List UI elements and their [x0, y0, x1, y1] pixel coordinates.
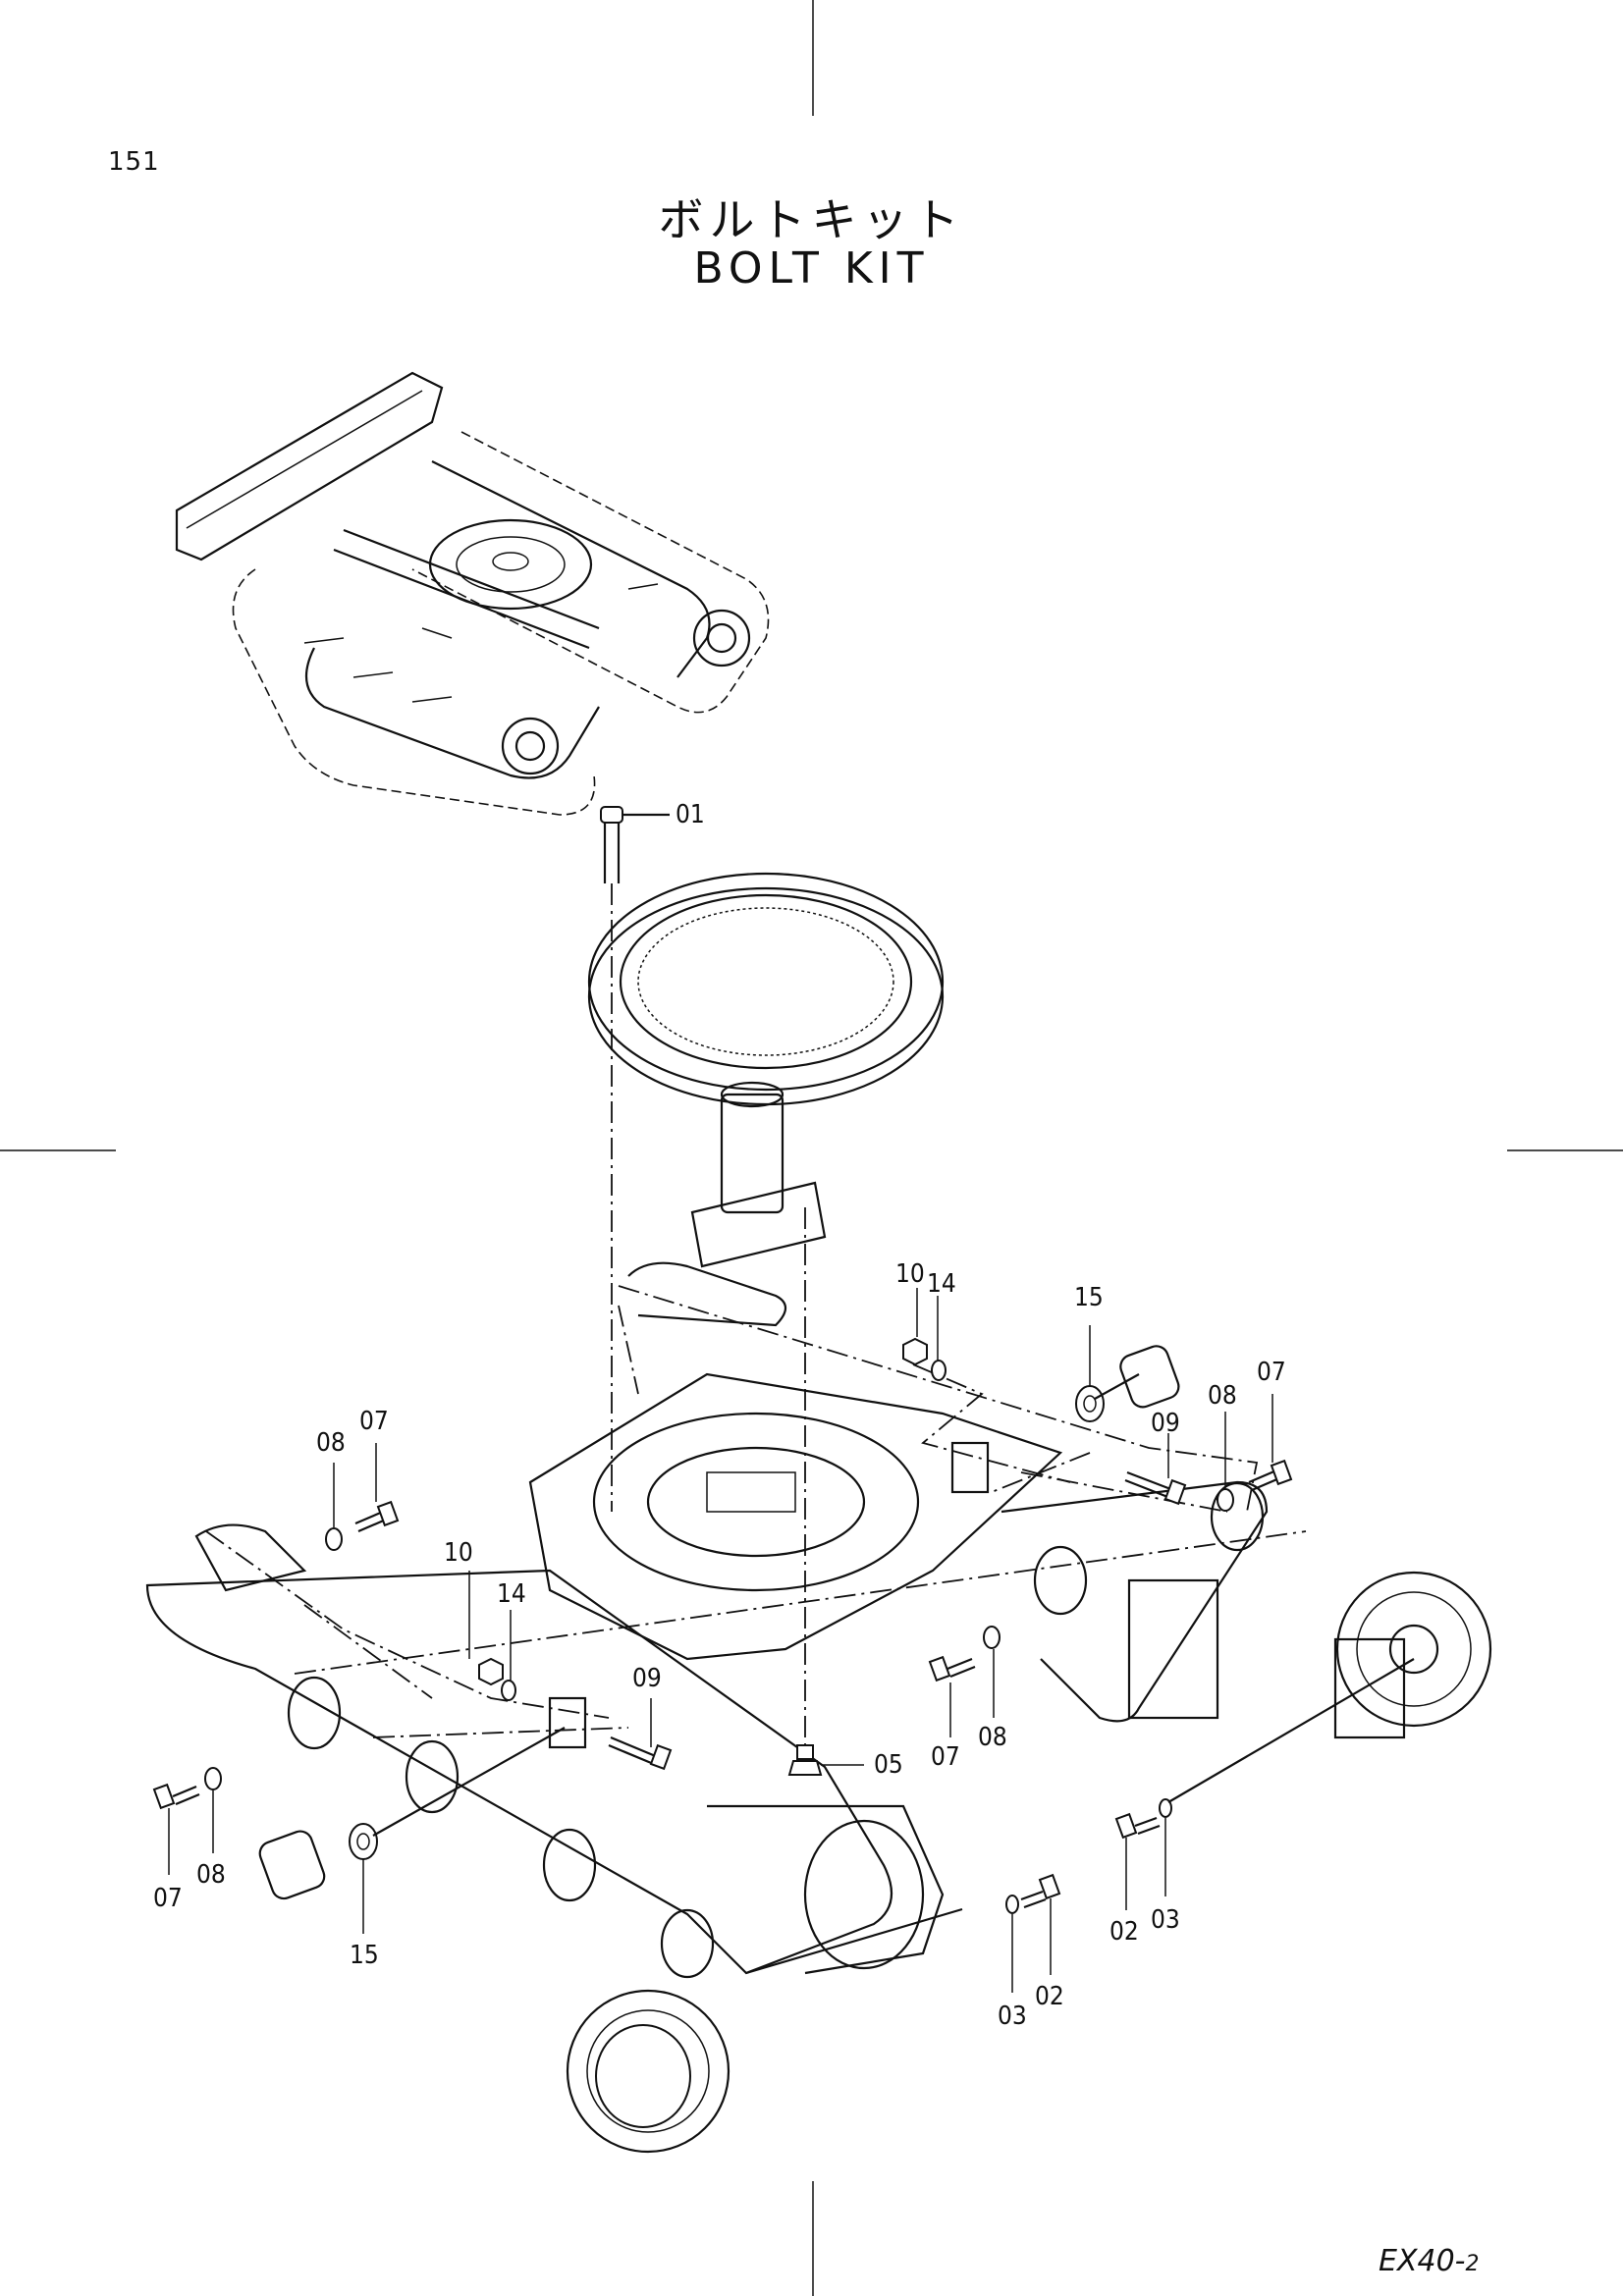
callout-labels: 01 10 14 15 07 08 09 08 07 10 14 09 05 0…: [153, 800, 1286, 2031]
callout-08-upper-right: 08: [1208, 1381, 1237, 1411]
callout-07-upper-right: 07: [1257, 1358, 1286, 1387]
swing-bearing-assembly: [587, 806, 945, 1757]
callout-07-upper-left: 07: [359, 1407, 389, 1436]
leader-lines: [168, 1288, 1415, 1993]
callout-15-lower: 15: [350, 1941, 379, 1970]
callout-08-lower-left: 08: [196, 1860, 226, 1890]
hardware-parts: [152, 1337, 1293, 1914]
callout-10-upper: 10: [895, 1259, 925, 1289]
callout-02-right: 02: [1109, 1917, 1139, 1947]
title-japanese: ボルトキット: [658, 193, 965, 246]
model-code-suffix: 2: [1465, 2252, 1480, 2276]
callout-09-upper: 09: [1151, 1409, 1180, 1438]
callout-15-upper: 15: [1074, 1283, 1104, 1312]
model-code-main: EX40-: [1379, 2244, 1466, 2278]
callout-14-upper: 14: [927, 1269, 956, 1299]
callout-02-lower: 02: [1035, 1982, 1064, 2011]
callout-14-lower: 14: [497, 1579, 526, 1609]
callout-07-center: 07: [931, 1742, 960, 1772]
undercarriage-overview-illustration: [175, 371, 770, 816]
callout-07-lower-left: 07: [153, 1884, 183, 1913]
callout-08-center: 08: [978, 1723, 1007, 1752]
callout-08-upper-left: 08: [316, 1428, 346, 1458]
page-number: 151: [108, 147, 160, 177]
model-code: EX40-2: [1379, 2244, 1480, 2278]
title-english: BOLT KIT: [693, 243, 930, 294]
callout-10-lower: 10: [444, 1538, 473, 1568]
callout-09-lower: 09: [632, 1664, 662, 1693]
callout-05: 05: [874, 1750, 903, 1780]
track-frame: [145, 1261, 1492, 2154]
callout-01: 01: [676, 800, 705, 829]
callout-03-right: 03: [1151, 1905, 1180, 1935]
callout-03-lower: 03: [998, 2002, 1027, 2031]
